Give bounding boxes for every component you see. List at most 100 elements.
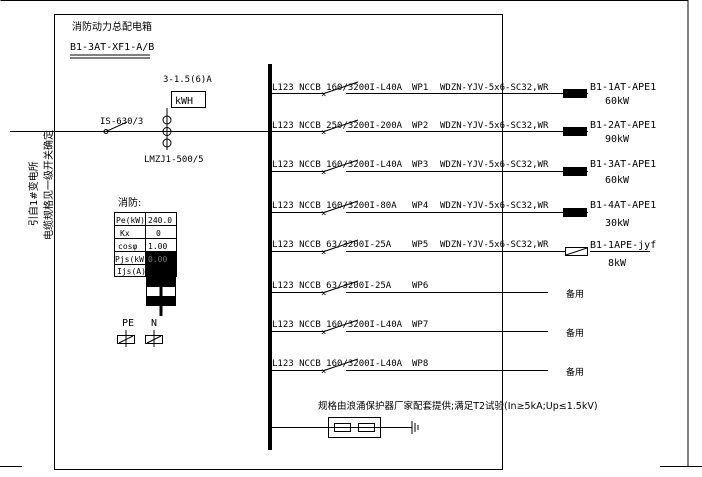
current-transformer bbox=[162, 127, 172, 136]
cable-spec: WDZN-YJV-5x6-SC32,WR bbox=[440, 160, 549, 170]
load-table-heading: 消防: bbox=[118, 196, 141, 209]
breaker-contact bbox=[323, 200, 359, 213]
breaker-spec: L123 NCCB 160/3200I-80A bbox=[272, 201, 397, 211]
cable-spec: WDZN-YJV-5x6-SC32,WR bbox=[440, 121, 549, 131]
load-block bbox=[563, 208, 587, 217]
load-block bbox=[563, 89, 587, 98]
outgoing-circuit: L123 NCCB 250/3200I-200A WP2 WDZN-YJV-5x… bbox=[270, 119, 656, 145]
circuit-id: WP6 bbox=[412, 281, 428, 291]
breaker-x-mark: × bbox=[321, 289, 326, 299]
load-table-key: Kx bbox=[120, 229, 130, 238]
destination-label: B1-1APE-jyf bbox=[590, 240, 656, 251]
breaker-spec: L123 NCCB 160/3200I-L40A bbox=[272, 359, 403, 369]
load-table-value: 0 bbox=[156, 229, 161, 238]
load-table-key: Pe(kW) bbox=[116, 216, 145, 225]
load-table-value: 0.00 bbox=[148, 255, 167, 264]
fan-load-box bbox=[565, 247, 588, 256]
breaker-contact bbox=[323, 358, 359, 371]
breaker-x-mark: × bbox=[321, 168, 326, 178]
spd-enclosure bbox=[328, 417, 381, 438]
destination-label: B1-2AT-APE1 bbox=[590, 120, 656, 131]
load-table-key: Ijs(A) bbox=[117, 267, 146, 276]
load-table-fill bbox=[146, 265, 176, 276]
n-terminal-icon bbox=[145, 330, 163, 347]
breaker-x-mark: × bbox=[321, 209, 326, 219]
breaker-x-mark: × bbox=[321, 328, 326, 338]
panel-title: 消防动力总配电箱 bbox=[72, 20, 152, 33]
circuit-id: WP8 bbox=[412, 359, 428, 369]
breaker-spec: L123 NCCB 250/3200I-200A bbox=[272, 121, 403, 131]
breaker-contact bbox=[323, 81, 359, 94]
breaker-spec: L123 NCCB 160/3200I-L40A bbox=[272, 160, 403, 170]
kwh-meter-label: kWH bbox=[175, 96, 193, 107]
spare-label: 备用 bbox=[566, 366, 584, 378]
power-label: 30kW bbox=[605, 218, 630, 229]
breaker-spec: L123 NCCB 63/3200I-25A bbox=[272, 281, 392, 291]
spd-element bbox=[334, 423, 351, 432]
spd-note: 规格由浪涌保护器厂家配套提供;满足T2试验(In≥5kA;Up≤1.5kV) bbox=[318, 400, 598, 412]
breaker-contact bbox=[323, 280, 359, 293]
outgoing-circuit: L123 NCCB 63/3200I-25A WP5 WDZN-YJV-5x6-… bbox=[270, 239, 656, 269]
panel-code: B1-3AT-XF1-A/B bbox=[70, 42, 154, 53]
isolator-spec: IS-630/3 bbox=[100, 117, 143, 127]
circuit-id: WP1 bbox=[412, 83, 428, 93]
power-label: 60kW bbox=[605, 175, 630, 186]
load-block bbox=[563, 167, 587, 176]
spd-element bbox=[358, 423, 375, 432]
breaker-x-mark: × bbox=[321, 248, 326, 258]
load-table-key: cosφ bbox=[118, 242, 137, 251]
breaker-spec: L123 NCCB 160/3200I-L40A bbox=[272, 320, 403, 330]
circuit-id: WP2 bbox=[412, 121, 428, 131]
breaker-x-mark: × bbox=[321, 90, 326, 100]
outgoing-circuit: L123 NCCB 160/3200I-L40A WP1 WDZN-YJV-5x… bbox=[270, 81, 656, 107]
breaker-contact bbox=[323, 119, 359, 132]
destination-label: B1-4AT-APE1 bbox=[590, 200, 656, 211]
breaker-contact bbox=[323, 319, 359, 332]
incoming-note-cable: 电缆规格见一级开关确定 bbox=[42, 130, 55, 240]
outgoing-circuit: L123 NCCB 160/3200I-L40A WP3 WDZN-YJV-5x… bbox=[270, 159, 656, 186]
breaker-x-mark: × bbox=[321, 367, 326, 377]
spare-circuit: L123 NCCB 160/3200I-L40A WP7 × 备用 bbox=[270, 319, 584, 339]
spare-circuit: L123 NCCB 160/3200I-L40A WP8 × 备用 bbox=[270, 358, 584, 378]
load-table-fill bbox=[146, 252, 176, 264]
current-transformer bbox=[162, 138, 172, 148]
power-label: 90kW bbox=[605, 134, 630, 145]
spare-label: 备用 bbox=[566, 327, 584, 339]
circuit-id: WP5 bbox=[412, 240, 428, 250]
pe-label: PE bbox=[122, 318, 134, 329]
current-transformer bbox=[162, 115, 172, 125]
incoming-note-source: 引自1#变电所 bbox=[27, 161, 40, 226]
power-label: 60kW bbox=[605, 96, 630, 107]
load-table-value: 1.00 bbox=[148, 242, 167, 251]
meter-spec: 3-1.5(6)A bbox=[163, 75, 212, 85]
isolator-contact bbox=[103, 129, 109, 134]
load-table-key: Pjs(kW) bbox=[115, 255, 149, 264]
cable-spec: WDZN-YJV-5x6-SC32,WR bbox=[440, 240, 549, 250]
breaker-spec: L123 NCCB 160/3200I-L40A bbox=[272, 83, 403, 93]
destination-label: B1-1AT-APE1 bbox=[590, 82, 656, 93]
circuit-id: WP4 bbox=[412, 201, 428, 211]
ct-spec: LMZJ1-500/5 bbox=[144, 155, 204, 165]
load-block bbox=[563, 127, 587, 136]
destination-label: B1-3AT-APE1 bbox=[590, 159, 656, 170]
spare-circuit: L123 NCCB 63/3200I-25A WP6 × 备用 bbox=[270, 280, 584, 300]
n-label: N bbox=[151, 318, 157, 329]
fan-load-box-diagonal bbox=[565, 247, 588, 256]
outgoing-circuit: L123 NCCB 160/3200I-80A WP4 WDZN-YJV-5x6… bbox=[270, 200, 656, 229]
cable-spec: WDZN-YJV-5x6-SC32,WR bbox=[440, 201, 549, 211]
kwh-meter bbox=[171, 91, 206, 108]
circuit-id: WP7 bbox=[412, 320, 428, 330]
cable-spec: WDZN-YJV-5x6-SC32,WR bbox=[440, 83, 549, 93]
power-label: 8kW bbox=[608, 258, 627, 269]
breaker-spec: L123 NCCB 63/3200I-25A bbox=[272, 240, 392, 250]
breaker-contact bbox=[323, 239, 359, 252]
panel-enclosure bbox=[54, 14, 503, 470]
load-table-value: 240.0 bbox=[148, 216, 172, 225]
breaker-contact bbox=[323, 159, 359, 172]
circuit-id: WP3 bbox=[412, 160, 428, 170]
isolator-blade bbox=[105, 121, 128, 132]
drawing-frame-top bbox=[0, 0, 689, 466]
breaker-x-mark: × bbox=[321, 128, 326, 138]
spare-label: 备用 bbox=[566, 288, 584, 300]
